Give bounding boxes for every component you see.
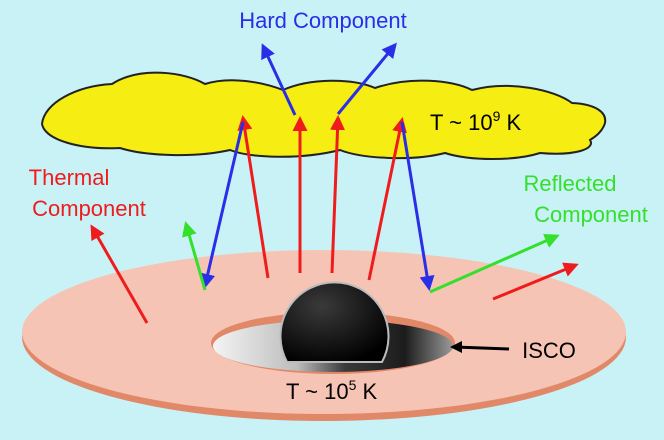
isco-label: ISCO [522, 338, 576, 363]
reflected-label-line2: Component [534, 202, 648, 227]
corona-cloud [40, 71, 607, 160]
hard-component-label: Hard Component [239, 8, 407, 33]
disk-temp-exponent: 5 [349, 377, 357, 393]
reflected-label-line1: Reflected [524, 171, 617, 196]
hard-arrow [261, 43, 297, 116]
corona-temp-unit: K [500, 110, 521, 135]
thermal-arrow [90, 224, 149, 324]
thermal-arrow [330, 115, 346, 274]
thermal-arrow [237, 115, 270, 279]
isco-pointer-head [450, 341, 462, 353]
black-hole [279, 281, 390, 363]
hard-arrow [336, 42, 397, 115]
hard-arrow [400, 121, 435, 291]
thermal-arrow [367, 117, 407, 281]
hard-photons [200, 42, 435, 291]
isco-pointer [454, 345, 510, 351]
corona-temp-exponent: 9 [493, 108, 501, 124]
disk-temp-unit: K [356, 379, 377, 404]
thermal-arrow [492, 262, 579, 301]
thermal-photons [90, 115, 579, 324]
hard-arrow [200, 121, 245, 289]
reflected-arrow [182, 221, 207, 291]
corona-temperature: T ~ 109 K [430, 108, 522, 135]
thermal-label-line1: Thermal [29, 165, 110, 190]
corona-temp-prefix: T ~ 10 [430, 110, 493, 135]
thermal-label-line2: Component [32, 196, 146, 221]
disk-temp-prefix: T ~ 10 [286, 379, 349, 404]
reflected-arrow [429, 233, 560, 294]
disk-temperature: T ~ 105 K [286, 377, 378, 404]
reflected-photons [182, 221, 560, 294]
